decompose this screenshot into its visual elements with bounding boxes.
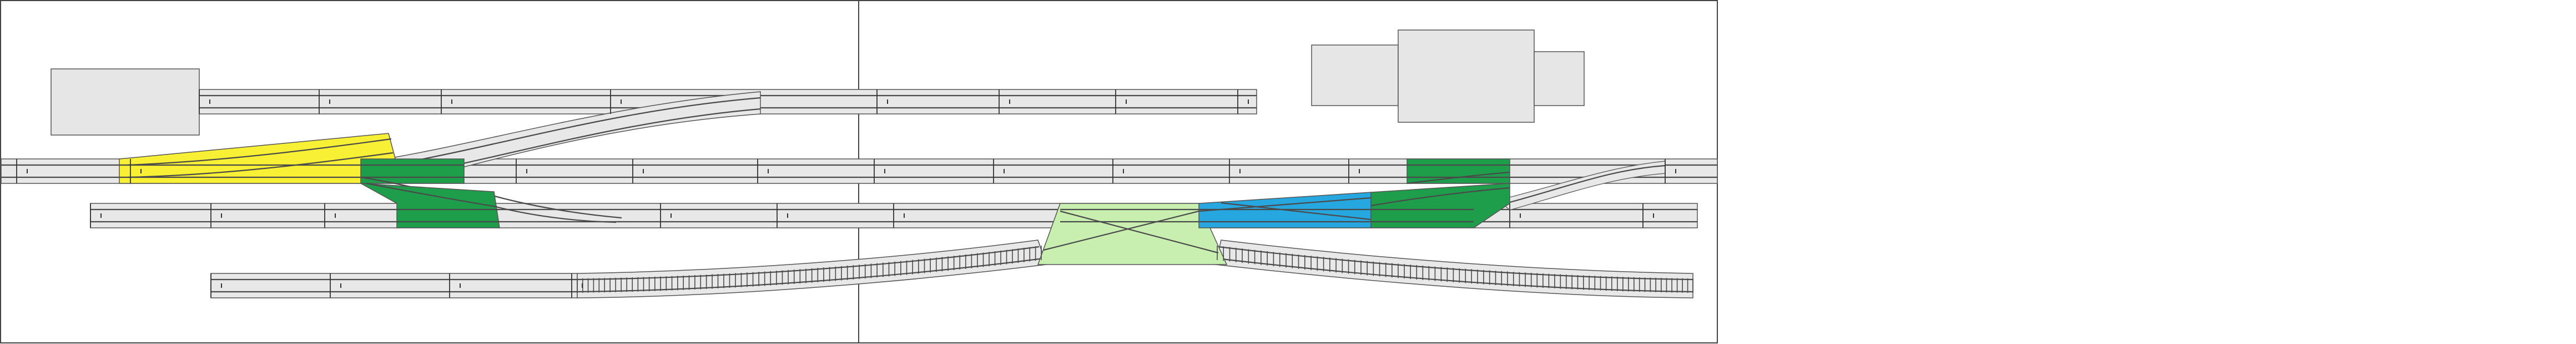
turnout-green-right-lower[interactable] <box>1370 183 1510 228</box>
track-sleepers <box>577 246 1693 293</box>
main-line-3-mark <box>340 283 341 288</box>
crossover-light-green[interactable] <box>1037 203 1228 265</box>
main-line-1-mark <box>140 169 142 173</box>
main-line-3-mark <box>221 283 222 288</box>
main-line-2-mark <box>671 213 672 218</box>
siding-top-mark <box>887 99 888 104</box>
building-right-main[interactable] <box>1398 29 1535 123</box>
main-line-1-mark <box>1239 169 1241 173</box>
siding-top-mark <box>1248 99 1249 104</box>
crossover-blue[interactable] <box>1198 192 1372 228</box>
turnout-green-left-lower[interactable] <box>360 182 500 228</box>
main-line-2-mark <box>100 213 102 218</box>
curve-mid-left[interactable] <box>482 193 622 223</box>
turnout-green-right-upper[interactable] <box>1407 158 1510 185</box>
main-line-1-mark <box>643 169 644 173</box>
building-left[interactable] <box>51 68 200 136</box>
building-right-wing-left[interactable] <box>1311 44 1399 106</box>
main-line-1-mark <box>1004 169 1005 173</box>
track-joints <box>16 89 1676 298</box>
siding-top-mark <box>1009 99 1010 104</box>
main-line-2-mark <box>1520 213 1521 218</box>
main-line-1-mark <box>526 169 527 173</box>
main-line-2-mark <box>904 213 905 218</box>
siding-top-mark <box>329 99 330 104</box>
turnout-green-left-upper[interactable] <box>360 158 465 201</box>
siding-top-mark <box>1126 99 1127 104</box>
main-line-1-mark <box>768 169 769 173</box>
turnout-yellow-left[interactable] <box>119 133 396 184</box>
main-line-1-mark <box>884 169 885 173</box>
main-line-1-mark <box>27 169 28 173</box>
main-line-2-mark <box>221 213 222 218</box>
main-line-2-mark <box>335 213 336 218</box>
main-line-1-mark <box>1675 169 1676 173</box>
siding-top-mark <box>209 99 210 104</box>
main-line-2-mark <box>1653 213 1654 218</box>
main-line-2-mark <box>787 213 788 218</box>
siding-top-mark <box>621 99 622 104</box>
main-line-3-mark <box>460 283 461 288</box>
building-right-wing-right[interactable] <box>1534 51 1585 106</box>
main-line-3-mark <box>582 283 583 288</box>
main-line-1-mark <box>1123 169 1124 173</box>
curve-lower-right[interactable] <box>1215 240 1693 298</box>
main-line-3[interactable] <box>210 273 578 298</box>
main-line-1-mark <box>1359 169 1360 173</box>
siding-top-mark <box>451 99 452 104</box>
